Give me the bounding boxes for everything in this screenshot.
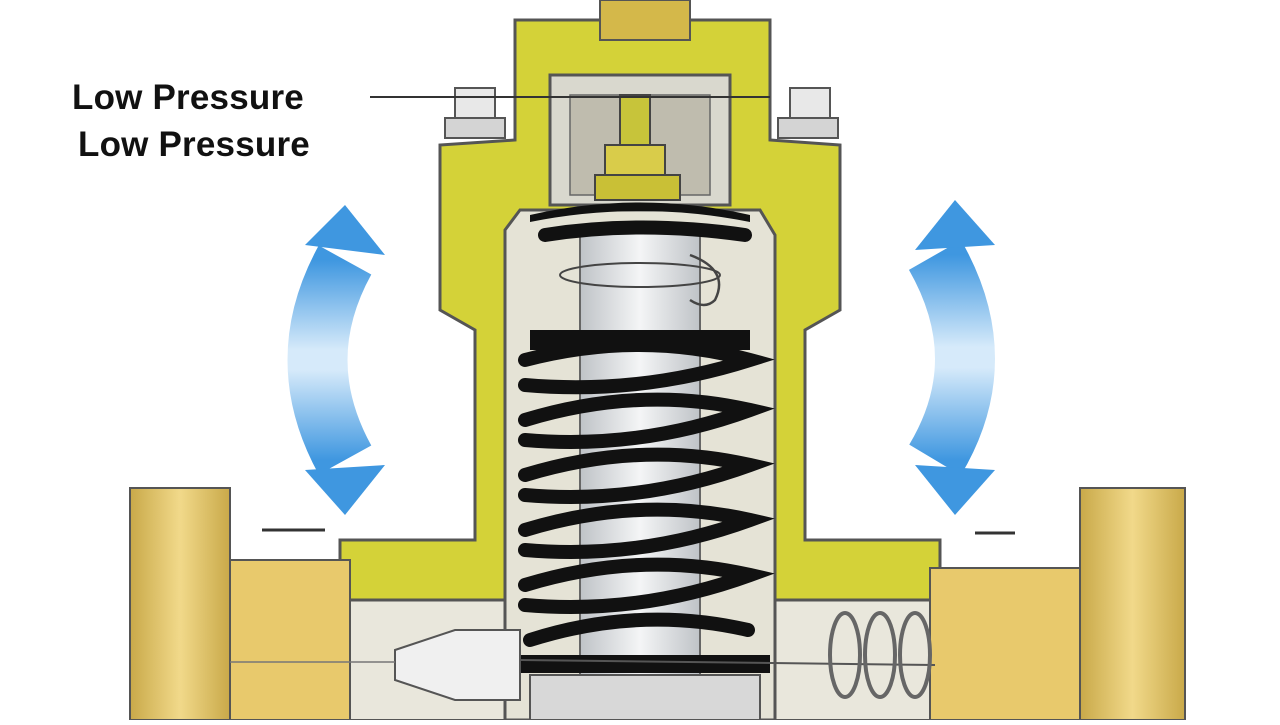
inlet-flange [129,487,231,721]
pressure-label: Low Pressure [78,125,310,164]
sensor-probe [394,629,521,701]
inlet-coupling [229,559,351,721]
adjust-nut [604,144,666,176]
adjust-nut-base [594,174,681,201]
adjust-pin [619,94,651,146]
outlet-coupling [929,567,1081,721]
spring-cap [530,202,750,222]
outlet-coil [828,611,932,699]
valve-disc [529,674,761,721]
left-bolt [444,87,506,139]
pressure-label: Low Pressure [72,78,304,117]
spring-seat-bottom [520,655,770,673]
curved-arrow-icon [287,205,385,515]
right-bolt [777,87,839,139]
outlet-flange [1079,487,1186,721]
spring-seat-top [530,330,750,350]
valve-stem-top [599,0,691,41]
curved-arrow-icon [908,200,995,515]
spindle-hook [689,253,721,307]
spindle-ring [559,262,721,288]
spindle [579,229,701,711]
